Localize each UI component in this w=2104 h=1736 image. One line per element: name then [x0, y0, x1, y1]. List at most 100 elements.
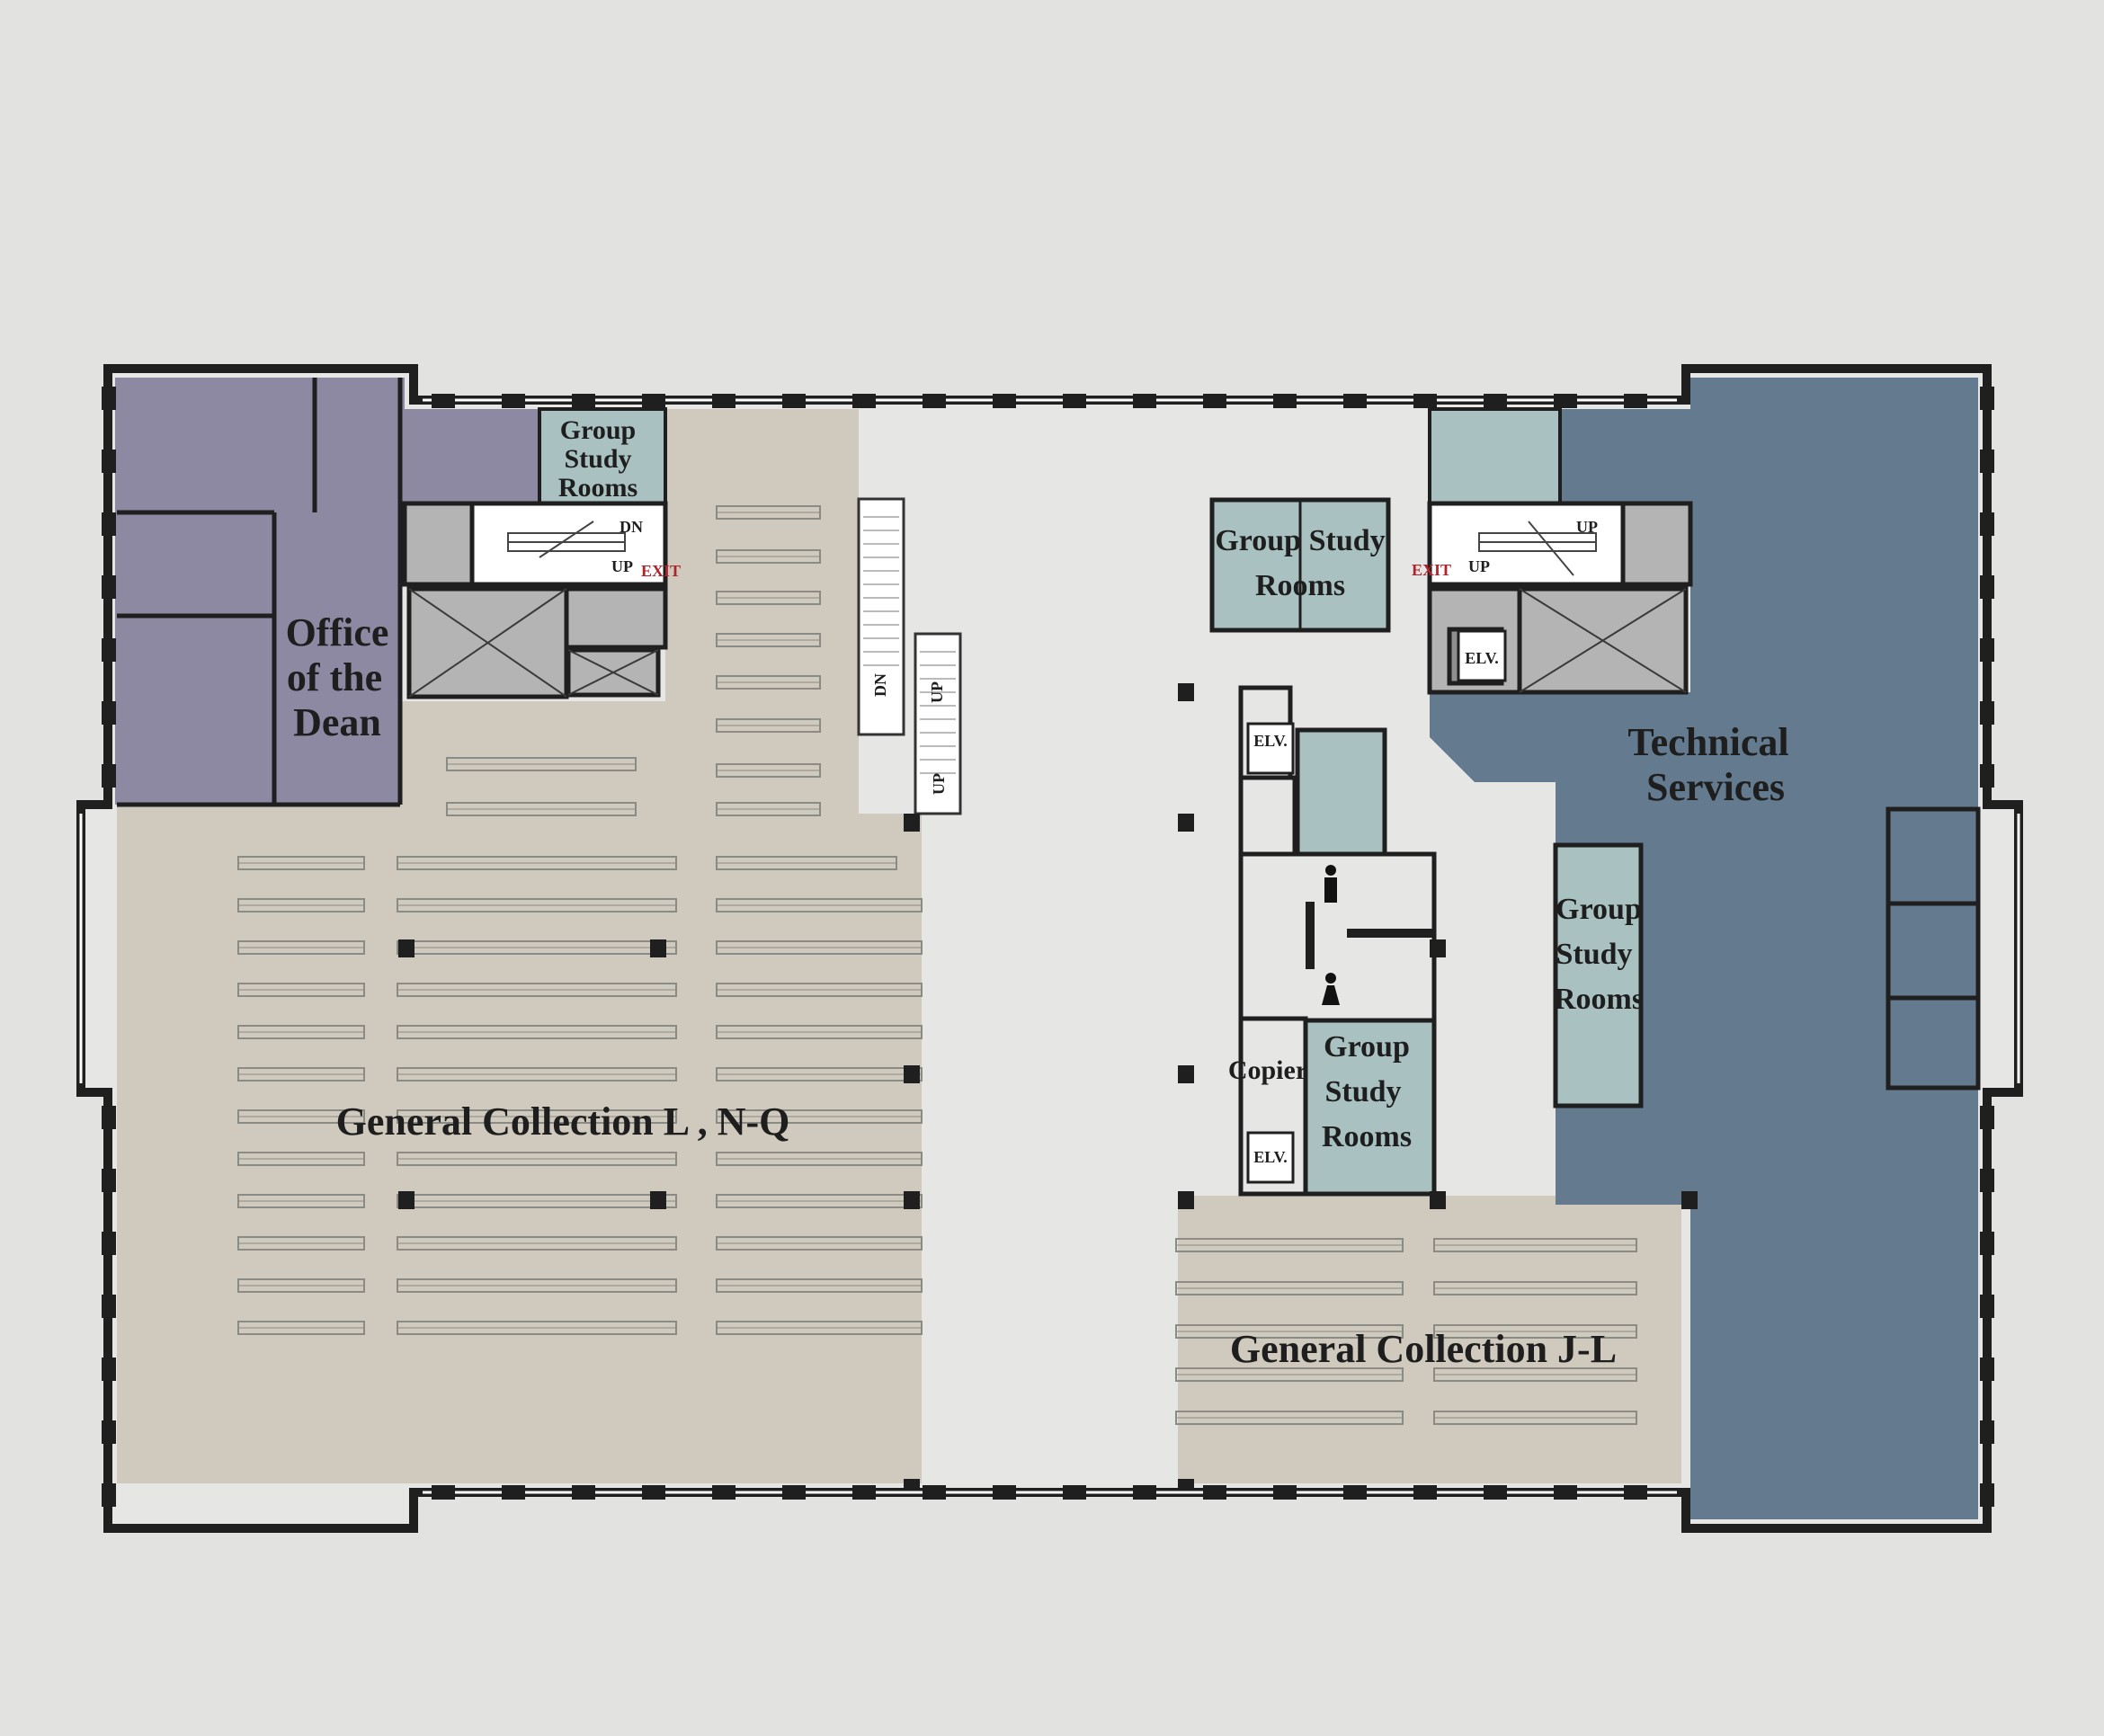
exterior-pier: [102, 512, 116, 536]
study-right-line1: Group: [1556, 893, 1642, 926]
exterior-pier: [1980, 701, 1994, 725]
exterior-pier: [1413, 1485, 1437, 1500]
exterior-pier: [642, 1485, 665, 1500]
exterior-pier: [923, 1485, 946, 1500]
elevator-boxes: [1246, 629, 1507, 1184]
exterior-pier: [782, 1485, 806, 1500]
restroom-men-icon: [1324, 865, 1337, 903]
exterior-pier: [642, 394, 665, 408]
exterior-pier: [1980, 1358, 1994, 1381]
study-center-line1: Group Study: [1215, 524, 1385, 557]
exit-label-left: EXIT: [641, 562, 681, 580]
right-stair: [1478, 521, 1597, 576]
exterior-pier: [572, 1485, 595, 1500]
window-strips: [79, 398, 2020, 1494]
up-label-center-2: UP: [930, 773, 948, 795]
exterior-pier: [1980, 764, 1994, 788]
exterior-pier: [782, 394, 806, 408]
exterior-pier: [102, 1169, 116, 1192]
group-study-right: [1553, 842, 1644, 1108]
dn-label-center: DN: [871, 673, 889, 697]
study-bottom-line3: Rooms: [1322, 1120, 1412, 1153]
study-bottom-line2: Study: [1324, 1075, 1401, 1108]
exterior-pier: [102, 1358, 116, 1381]
exterior-pier: [1980, 1483, 1994, 1507]
dean-walls: [117, 378, 403, 807]
technical-label-line1: Technical: [1627, 720, 1788, 764]
exterior-piers: [102, 387, 1994, 1507]
study-bottom-line1: Group: [1324, 1030, 1410, 1064]
exterior-pier: [102, 1295, 116, 1318]
exterior-pier: [1203, 1485, 1226, 1500]
exterior-pier: [102, 764, 116, 788]
exterior-pier: [1624, 394, 1647, 408]
study-top-left-line2: Study: [564, 444, 631, 474]
up-label-center-1: UP: [928, 681, 946, 703]
dean-label-line2: of the: [287, 655, 382, 699]
exterior-pier: [1484, 394, 1507, 408]
left-core-x-marks: [408, 588, 659, 698]
exterior-pier: [102, 1420, 116, 1444]
exterior-pier: [102, 575, 116, 599]
exterior-pier: [102, 450, 116, 473]
exterior-pier: [1980, 638, 1994, 662]
study-top-left-line3: Rooms: [558, 473, 637, 503]
exterior-pier: [102, 1232, 116, 1255]
exterior-pier: [102, 638, 116, 662]
exterior-pier: [1624, 1485, 1647, 1500]
group-study-bottom-center: [1303, 1016, 1437, 1197]
exterior-pier: [102, 1483, 116, 1507]
exterior-pier: [1980, 1232, 1994, 1255]
exterior-pier: [1133, 1485, 1156, 1500]
exterior-pier: [1980, 575, 1994, 599]
copier-label: Copier: [1228, 1055, 1307, 1085]
exterior-pier: [1980, 387, 1994, 410]
study-core-room: [1295, 727, 1387, 857]
exterior-pier: [1203, 394, 1226, 408]
exterior-pier: [1554, 1485, 1577, 1500]
exterior-pier: [1063, 1485, 1086, 1500]
office-of-dean-area: [115, 378, 539, 805]
elv-label-3: ELV.: [1465, 649, 1499, 667]
center-stair-treads: [863, 516, 956, 774]
general-collection-lnq-area: [117, 409, 922, 1483]
study-top-left-line1: Group: [560, 415, 636, 445]
exterior-pier: [432, 394, 455, 408]
exterior-pier: [1980, 1106, 1994, 1129]
exterior-pier: [1980, 512, 1994, 536]
exterior-pier: [1063, 394, 1086, 408]
restroom-women-icon: [1322, 973, 1340, 1005]
exit-label-right: EXIT: [1412, 561, 1451, 579]
gen-jl-label: General Collection J-L: [1230, 1327, 1617, 1371]
exterior-pier: [432, 1485, 455, 1500]
exterior-pier: [102, 387, 116, 410]
dean-label-line3: Dean: [293, 700, 381, 744]
exterior-pier: [923, 394, 946, 408]
exterior-pier: [1554, 394, 1577, 408]
up-label-left: UP: [611, 557, 633, 575]
exterior-pier: [1413, 394, 1437, 408]
center-stair: [857, 497, 962, 815]
dean-label-line1: Office: [286, 610, 389, 654]
exterior-pier: [1133, 394, 1156, 408]
exterior-pier: [502, 394, 525, 408]
shelf-rows-jl: [1175, 1238, 1637, 1425]
elv-label-1: ELV.: [1253, 732, 1288, 750]
exterior-walls: [76, 364, 2023, 1533]
exterior-pier: [1980, 450, 1994, 473]
group-study-top-right-small: [1428, 407, 1562, 505]
group-study-top-left: [538, 407, 667, 505]
exterior-pier: [993, 394, 1016, 408]
elv-label-2: ELV.: [1253, 1148, 1288, 1166]
exterior-pier: [572, 394, 595, 408]
up-label-right-1: UP: [1576, 518, 1598, 536]
exterior-pier: [993, 1485, 1016, 1500]
exterior-pier: [1343, 394, 1367, 408]
up-label-right-2: UP: [1468, 557, 1490, 575]
exterior-pier: [1273, 1485, 1297, 1500]
study-right-line2: Study: [1556, 938, 1632, 971]
left-stair: [507, 521, 626, 558]
exterior-pier: [1343, 1485, 1367, 1500]
exterior-pier: [852, 394, 876, 408]
study-center-line2: Rooms: [1255, 569, 1345, 602]
